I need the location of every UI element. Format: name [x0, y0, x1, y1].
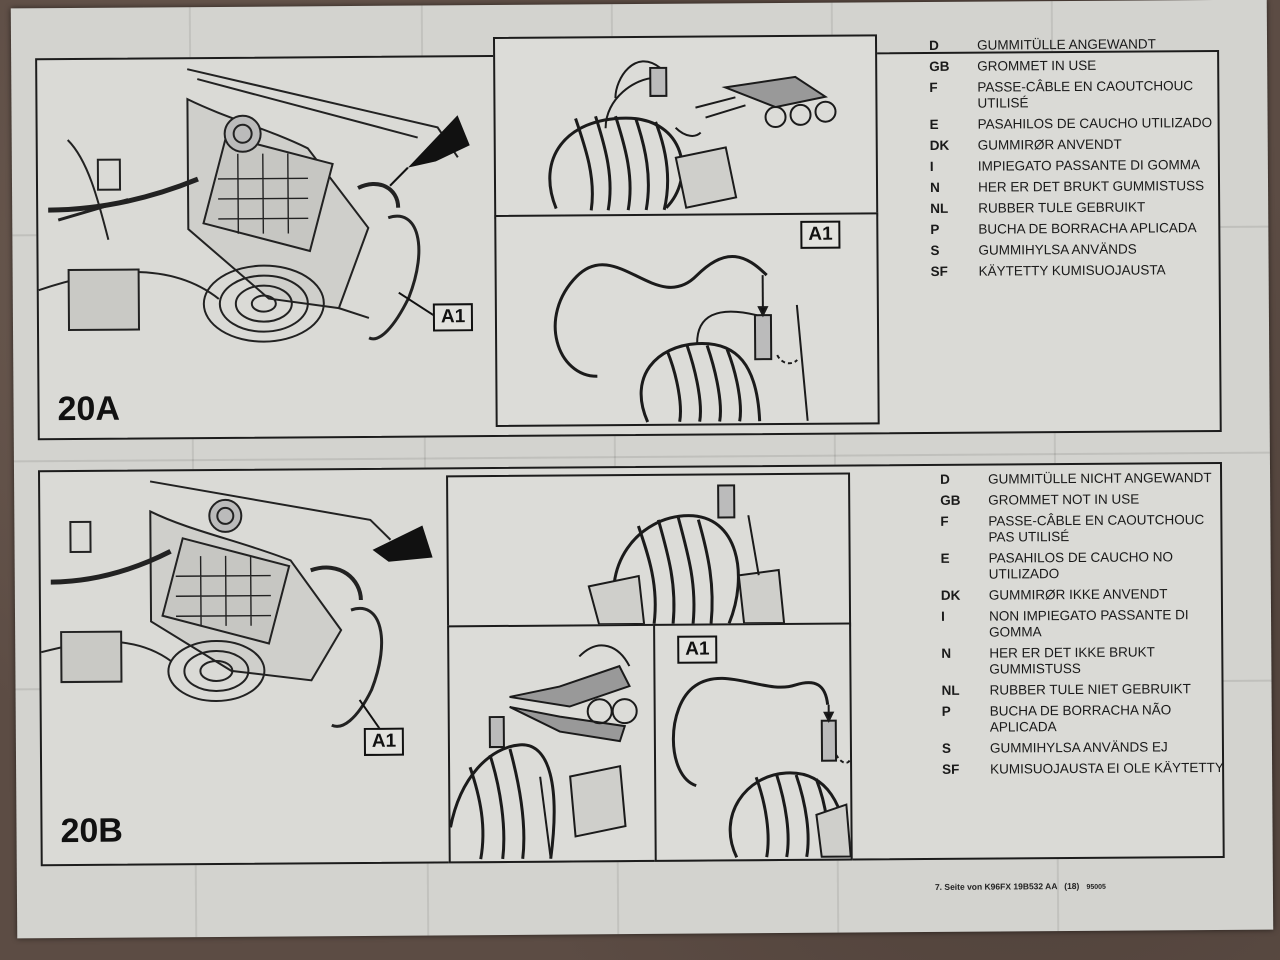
language-code: S	[930, 242, 940, 258]
legend-row: N HER ER DET BRUKT GUMMISTUSS	[930, 178, 1220, 196]
legend-text: IMPIEGATO PASSANTE DI GOMMA	[977, 157, 1200, 174]
language-code: P	[930, 221, 940, 237]
callout-a1-inset: A1	[677, 635, 718, 664]
language-code: NL	[930, 200, 949, 216]
language-code: E	[929, 116, 939, 132]
legend-text: HER ER DET BRUKT GUMMISTUSS	[977, 178, 1205, 195]
legend-text: HER ER DET IKKE BRUKT GUMMISTUSS	[989, 644, 1155, 677]
legend-row: E PASAHILOS DE CAUCHO UTILIZADO	[930, 115, 1220, 133]
legend-text: GROMMET NOT IN USE	[988, 491, 1140, 508]
legend-text: GUMMITÜLLE ANGEWANDT	[976, 36, 1156, 53]
language-code: D	[928, 37, 939, 53]
boot-drawing	[587, 484, 786, 626]
legend-row: N HER ER DET IKKE BRUKT GUMMISTUSS	[941, 644, 1231, 678]
legend-text: BUCHA DE BORRACHA APLICADA	[978, 220, 1197, 237]
legend-row: SF KÄYTETTY KUMISUOJAUSTA	[931, 262, 1221, 280]
figure-20a-panel: 20A A1	[35, 34, 1222, 441]
inset-unused-grommet	[446, 472, 852, 630]
language-code: SF	[942, 761, 960, 777]
legend-text: NON IMPIEGATO PASSANTE DI GOMMA	[988, 607, 1189, 640]
legend-row: NL RUBBER TULE GEBRUIKT	[930, 199, 1220, 217]
legend-20b: D GUMMITÜLLE NICHT ANGEWANDT GB GROMMET NO…	[940, 470, 1232, 783]
legend-row: P BUCHA DE BORRACHA APLICADA	[930, 220, 1220, 238]
language-code: N	[929, 179, 940, 195]
legend-row: NL RUBBER TULE NIET GEBRUIKT	[942, 681, 1232, 699]
legend-row: P BUCHA DE BORRACHA NÃO APLICADA	[942, 702, 1232, 736]
callout-a1: A1	[432, 303, 474, 332]
language-code: F	[929, 79, 938, 95]
engine-bay-drawing-b	[41, 480, 433, 733]
legend-text: PASAHILOS DE CAUCHO NO UTILIZADO	[988, 549, 1173, 582]
legend-text: KUMISUOJAUSTA EI OLE KÄYTETTY	[990, 759, 1224, 777]
print-code: 95005	[1086, 883, 1106, 891]
legend-text: GUMMIRØR ANVENDT	[977, 136, 1122, 153]
callout-a1-inset: A1	[800, 220, 841, 249]
legend-text: PASSE-CÂBLE EN CAOUTCHOUC UTILISÉ	[977, 78, 1194, 111]
legend-row: S GUMMIHYLSA ANVÄNDS	[930, 241, 1220, 259]
legend-text: GUMMITÜLLE NICHT ANGEWANDT	[988, 470, 1212, 487]
legend-row: GB GROMMET NOT IN USE	[940, 491, 1230, 509]
legend-text: PASAHILOS DE CAUCHO UTILIZADO	[977, 115, 1213, 132]
language-code: D	[940, 471, 950, 487]
fold-line	[13, 451, 1270, 463]
legend-text: GUMMIRØR IKKE ANVENDT	[988, 586, 1168, 603]
page-count: (18)	[1064, 880, 1080, 892]
language-code: GB	[940, 492, 961, 508]
boot-drawing	[548, 60, 837, 211]
legend-row: F PASSE-CÂBLE EN CAOUTCHOUC PAS UTILISÉ	[940, 512, 1230, 546]
page-reference: 7. Seite von K96FX 19B532 AA	[934, 881, 1058, 892]
language-code: GB	[929, 58, 950, 74]
language-code: DK	[940, 587, 961, 603]
legend-row: E PASAHILOS DE CAUCHO NO UTILIZADO	[941, 549, 1231, 583]
inset-route-wire: A1	[494, 212, 880, 428]
legend-row: SF KUMISUOJAUSTA EI OLE KÄYTETTY	[942, 760, 1232, 778]
legend-20a: D GUMMITÜLLE ANGEWANDT GB GROMMET IN USE F…	[929, 36, 1221, 285]
legend-row: D GUMMITÜLLE ANGEWANDT	[929, 36, 1219, 54]
page-footer: 7. Seite von K96FX 19B532 AA (18) 95005	[935, 881, 1106, 892]
legend-text: GROMMET IN USE	[977, 57, 1097, 74]
legend-row: DK GUMMIRØR ANVENDT	[930, 136, 1220, 154]
language-code: F	[940, 513, 949, 529]
language-code: P	[941, 703, 951, 719]
inset-cut-grommet	[492, 34, 879, 220]
legend-row: DK GUMMIRØR IKKE ANVENDT	[941, 586, 1231, 604]
legend-row: D GUMMITÜLLE NICHT ANGEWANDT	[940, 470, 1230, 488]
legend-text: GUMMIHYLSA ANVÄNDS EJ	[989, 739, 1168, 756]
language-code: SF	[930, 263, 948, 279]
inset-cutting-tool	[447, 623, 659, 864]
legend-text: GUMMIHYLSA ANVÄNDS	[978, 241, 1137, 258]
figure-label: 20B	[60, 811, 124, 851]
legend-text: BUCHA DE BORRACHA NÃO APLICADA	[989, 702, 1172, 735]
legend-row: I IMPIEGATO PASSANTE DI GOMMA	[930, 157, 1220, 175]
pliers-drawing	[449, 644, 638, 860]
language-code: E	[940, 550, 950, 566]
figure-label: 20A	[57, 389, 121, 429]
language-code: N	[941, 645, 952, 661]
language-code: NL	[941, 682, 960, 698]
instruction-sheet: 20A A1	[10, 0, 1274, 939]
engine-bay-drawing-a	[38, 68, 470, 343]
legend-text: RUBBER TULE GEBRUIKT	[978, 199, 1146, 216]
wire-routing-drawing	[553, 255, 809, 423]
language-code: I	[940, 608, 945, 624]
legend-row: S GUMMIHYLSA ANVÄNDS EJ	[942, 739, 1232, 757]
legend-text: KÄYTETTY KUMISUOJAUSTA	[978, 262, 1166, 279]
language-code: I	[929, 158, 934, 174]
language-code: DK	[929, 137, 950, 153]
legend-text: RUBBER TULE NIET GEBRUIKT	[989, 681, 1191, 698]
wire-routing-drawing	[671, 676, 852, 859]
inset-wire-routing: A1	[653, 622, 853, 862]
legend-row: GB GROMMET IN USE	[929, 57, 1219, 75]
language-code: S	[941, 740, 952, 756]
figure-20b-panel: 20B A1	[37, 461, 1225, 867]
legend-text: PASSE-CÂBLE EN CAOUTCHOUC PAS UTILISÉ	[988, 512, 1205, 545]
callout-a1: A1	[363, 727, 405, 756]
legend-row: I NON IMPIEGATO PASSANTE DI GOMMA	[941, 607, 1231, 641]
legend-row: F PASSE-CÂBLE EN CAOUTCHOUC UTILISÉ	[929, 78, 1219, 112]
